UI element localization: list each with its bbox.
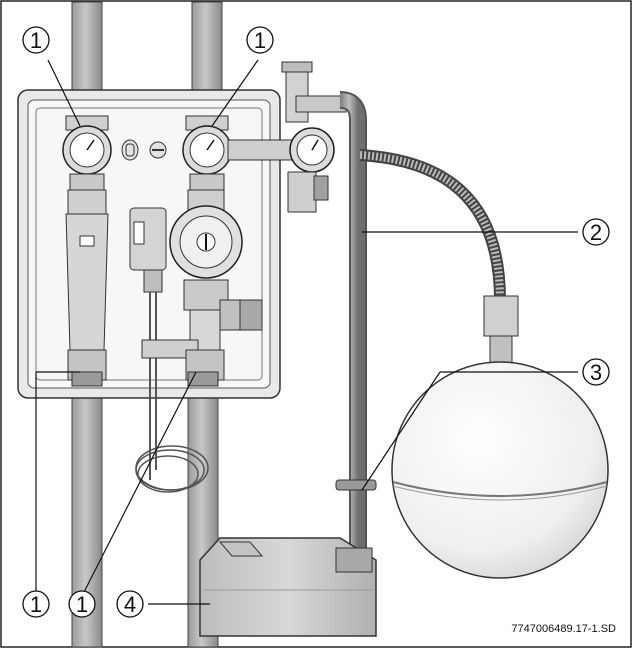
callout-4: 4 xyxy=(116,590,144,618)
expansion-vessel xyxy=(391,361,609,579)
callout-1a-label: 1 xyxy=(30,28,42,53)
leader-lines xyxy=(35,59,578,605)
figure-code: 7747006489.17-1.SD xyxy=(511,623,616,635)
callout-1d: 1 xyxy=(68,590,96,618)
drain-tube xyxy=(335,91,377,560)
circulation-pump xyxy=(129,189,243,480)
collection-canister xyxy=(199,537,377,637)
callout-1a: 1 xyxy=(22,26,50,54)
callout-1b: 1 xyxy=(246,26,274,54)
callout-2-label: 2 xyxy=(590,220,602,245)
corrugated-hose xyxy=(359,149,519,367)
thermometer-right xyxy=(182,115,232,191)
callout-4-label: 4 xyxy=(124,592,136,617)
callout-1d-label: 1 xyxy=(76,592,88,617)
safety-group-upper xyxy=(227,61,347,213)
thermometer-left xyxy=(62,115,112,191)
safety-group-lower xyxy=(141,279,263,387)
callout-1c: 1 xyxy=(22,590,50,618)
callout-2: 2 xyxy=(582,218,610,246)
callout-1c-label: 1 xyxy=(30,592,42,617)
callout-1b-label: 1 xyxy=(254,28,266,53)
sensor-cable-coil xyxy=(135,445,209,493)
return-pipe-left xyxy=(65,189,109,387)
front-panel xyxy=(121,139,167,161)
callout-3: 3 xyxy=(582,358,610,386)
callout-3-label: 3 xyxy=(590,360,602,385)
